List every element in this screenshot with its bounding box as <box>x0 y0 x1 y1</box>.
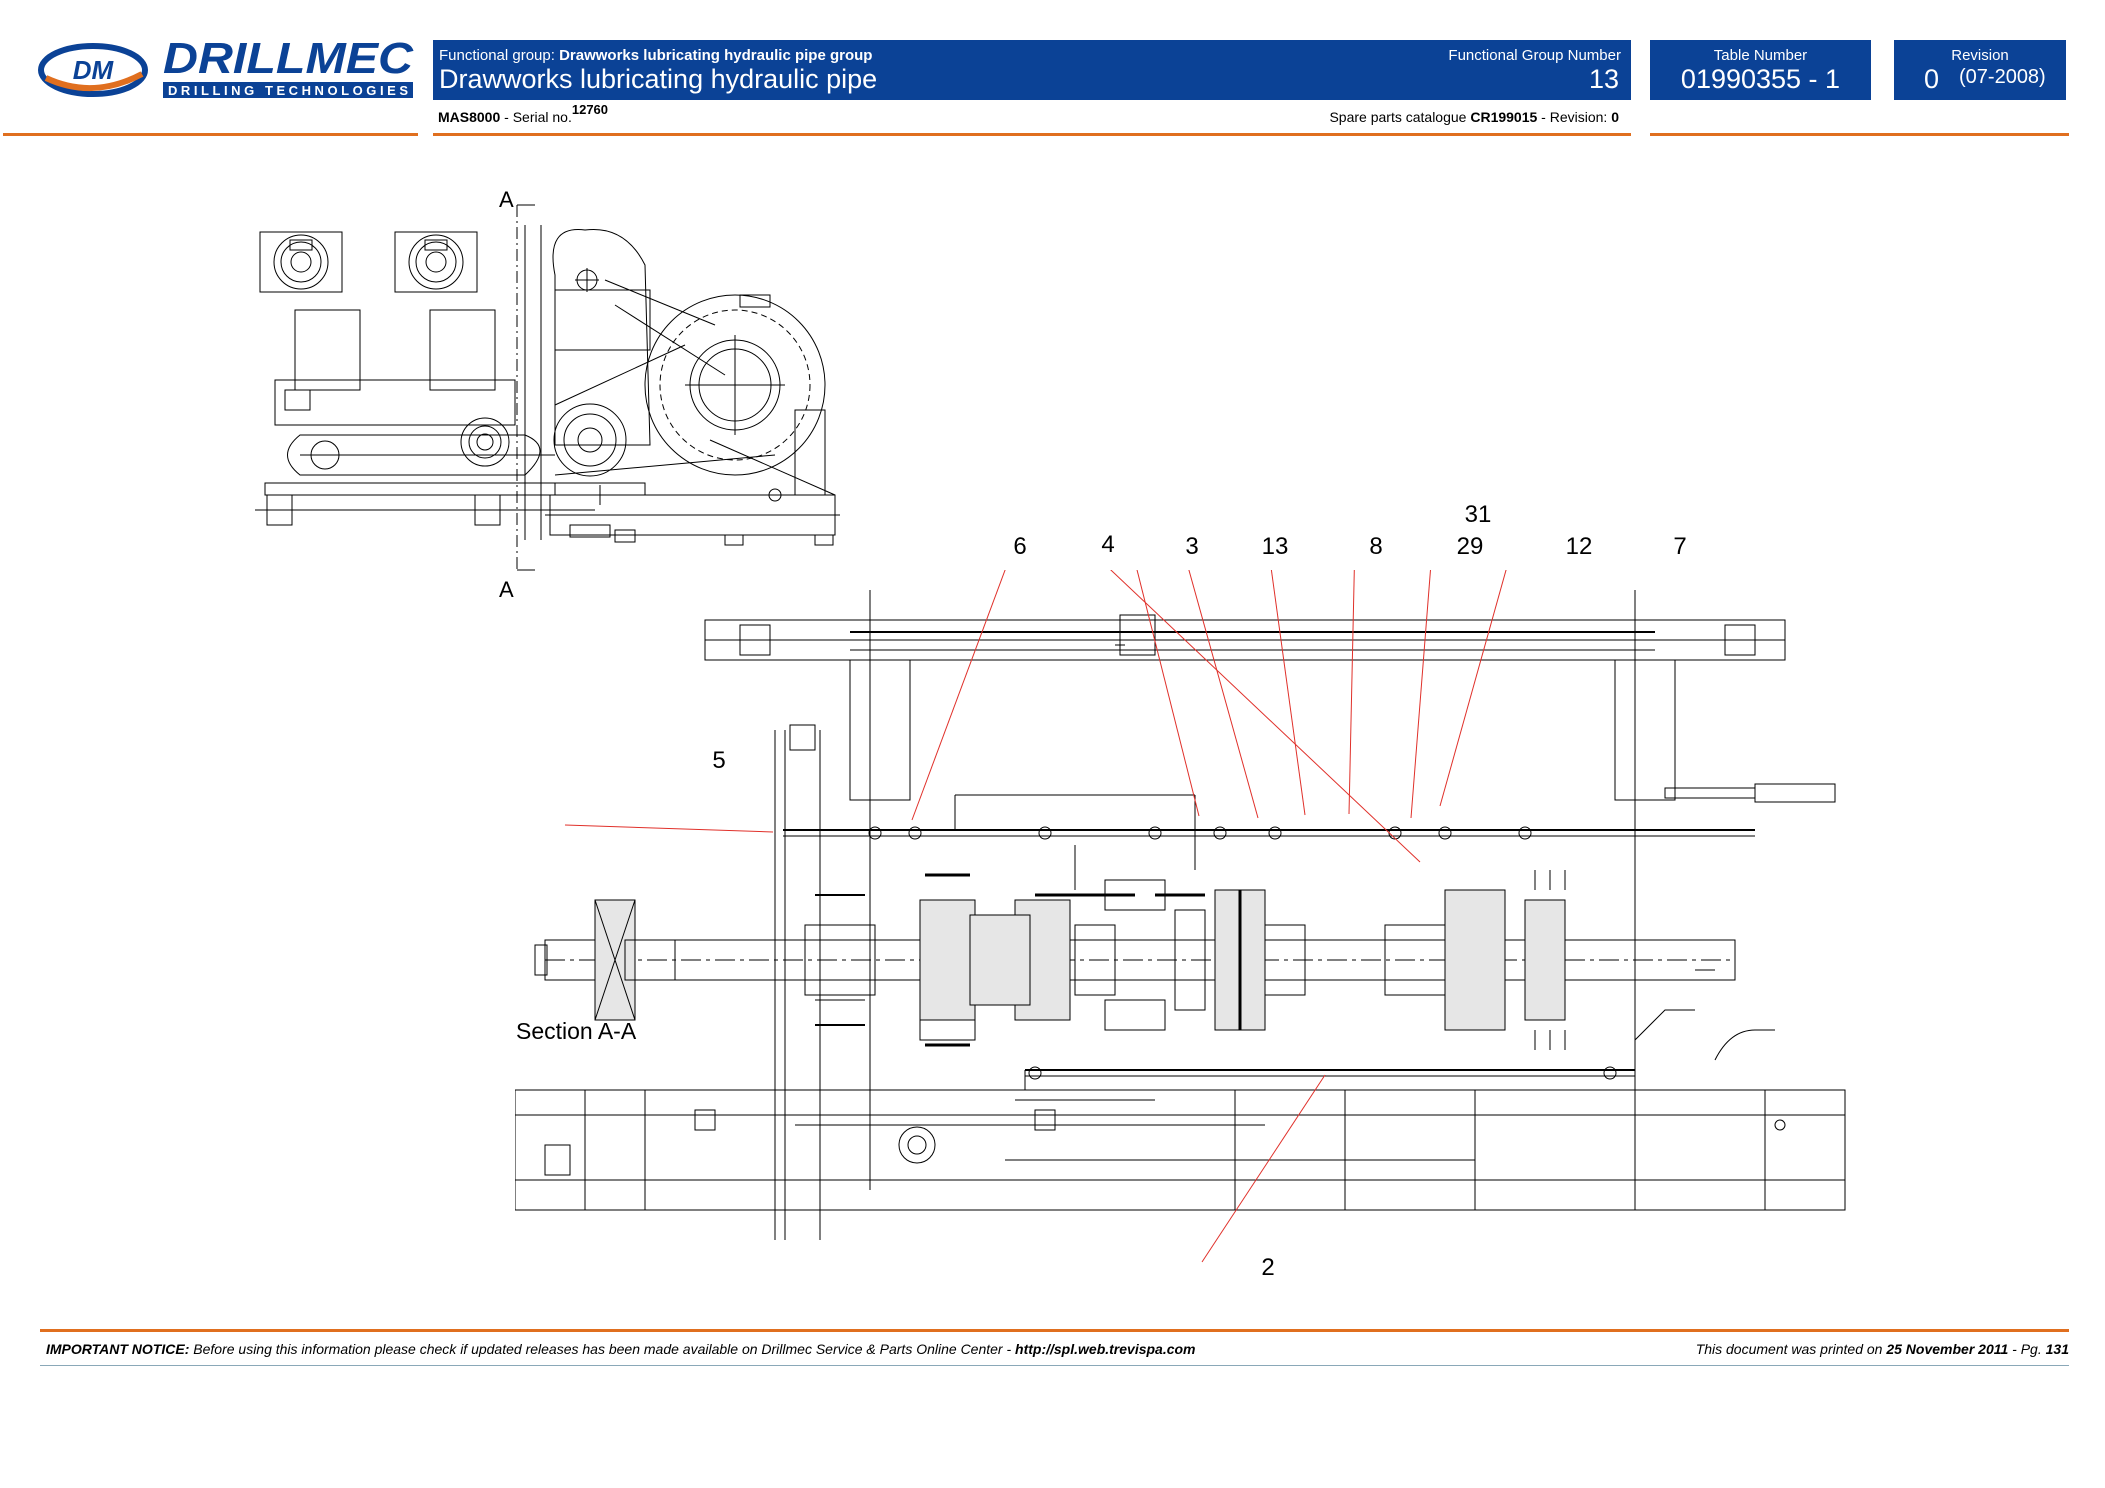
drillmec-logo: DM DRILLMEC DRILLING TECHNOLOGIES <box>38 34 418 100</box>
page-prefix: - Pg. <box>2008 1341 2046 1357</box>
footer-rule-top <box>40 1329 2069 1332</box>
print-info: This document was printed on 25 November… <box>1696 1341 2069 1357</box>
side-view-svg <box>255 204 840 571</box>
section-view-svg <box>514 590 1846 1240</box>
section-view-drawing <box>514 570 1855 1310</box>
revision-number: 0 <box>1924 64 1940 94</box>
table-number-label: Table Number <box>1713 47 1808 64</box>
serial-number: 12760 <box>571 102 609 117</box>
section-marker-bottom: A <box>499 577 514 602</box>
callout-6: 6 <box>1013 533 1027 560</box>
callout-leaders <box>564 570 1507 1263</box>
notice-url-link[interactable]: http://spl.web.trevispa.com <box>1015 1341 1196 1357</box>
printed-prefix: This document was printed on <box>1695 1341 1887 1357</box>
header-rule-left <box>3 133 418 136</box>
functional-group-number-label: Functional Group Number <box>1448 47 1621 64</box>
callout-8: 8 <box>1369 533 1383 560</box>
callout-2: 2 <box>1261 1254 1275 1281</box>
section-label: Section A-A <box>516 1018 637 1044</box>
page-title: Drawworks lubricating hydraulic pipe <box>439 64 878 94</box>
important-notice: IMPORTANT NOTICE: Before using this info… <box>46 1341 1196 1357</box>
section-marker-top: A <box>499 187 514 212</box>
functional-group-number: 13 <box>1588 64 1619 94</box>
logo-mark: DM <box>73 55 115 85</box>
logo-brand: DRILLMEC <box>163 38 414 83</box>
header-rule-mid <box>433 133 1631 136</box>
functional-group-line: Functional group: Drawworks lubricating … <box>439 47 872 64</box>
catalogue-line: Spare parts catalogue CR199015 - Revisio… <box>1329 109 1619 125</box>
callout-12: 12 <box>1565 533 1593 560</box>
revision-label: Revision <box>1951 47 2009 64</box>
revision-box: Revision 0 (07-2008) <box>1894 40 2066 100</box>
callout-31: 31 <box>1464 501 1492 528</box>
callout-7: 7 <box>1673 533 1687 560</box>
model-serial-line: MAS8000 - Serial no.12760 <box>438 102 608 125</box>
header-rule-right <box>1650 133 2069 136</box>
model-name: MAS8000 <box>438 109 501 125</box>
side-view-drawing: A A <box>255 185 855 605</box>
callout-3: 3 <box>1185 533 1199 560</box>
callout-5: 5 <box>712 747 726 774</box>
logo-graphic: DM DRILLMEC DRILLING TECHNOLOGIES <box>38 34 414 98</box>
notice-label: IMPORTANT NOTICE: <box>46 1341 190 1357</box>
functional-group-value: Drawworks lubricating hydraulic pipe gro… <box>559 47 873 64</box>
printed-date: 25 November 2011 <box>1886 1341 2009 1357</box>
table-number: 01990355 - 1 <box>1680 64 1841 94</box>
page-number: 131 <box>2045 1341 2069 1357</box>
functional-group-prefix: Functional group: <box>439 47 560 64</box>
revision-date: (07-2008) <box>1959 66 2046 88</box>
notice-text: Before using this information please che… <box>189 1341 1016 1357</box>
serial-prefix: - Serial no. <box>500 109 572 125</box>
catalogue-code: CR199015 <box>1470 109 1538 125</box>
table-number-box: Table Number 01990355 - 1 <box>1650 40 1871 100</box>
logo-tagline: DRILLING TECHNOLOGIES <box>168 83 408 98</box>
catalogue-prefix: Spare parts catalogue <box>1329 109 1471 125</box>
footer-rule-bottom <box>40 1365 2069 1366</box>
header-title-box: Functional group: Drawworks lubricating … <box>433 40 1631 100</box>
callout-13: 13 <box>1261 533 1289 560</box>
catalogue-revision-prefix: - Revision: <box>1537 109 1612 125</box>
catalogue-revision: 0 <box>1611 109 1619 125</box>
callout-29: 29 <box>1456 533 1484 560</box>
callout-4: 4 <box>1101 531 1115 558</box>
